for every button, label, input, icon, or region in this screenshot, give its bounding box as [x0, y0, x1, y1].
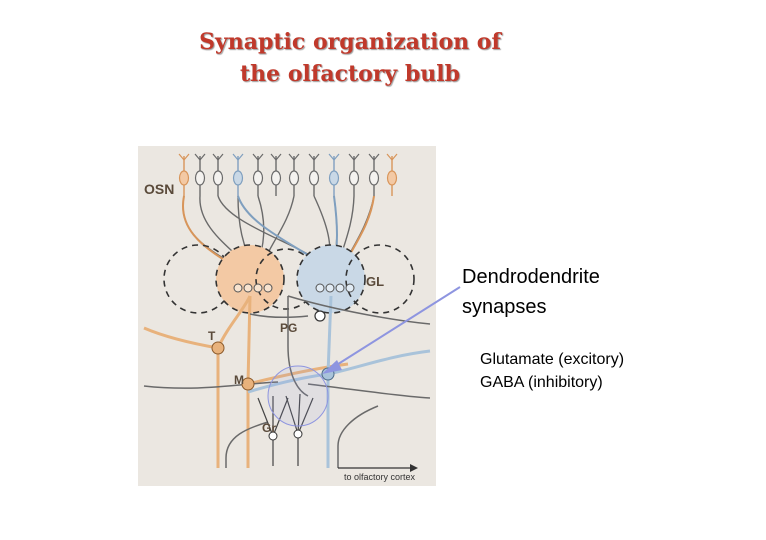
label-output: to olfactory cortex [344, 472, 416, 482]
periglomerular-cell [249, 310, 326, 322]
label-gr: Gr [262, 421, 276, 435]
slide-title: Synaptic organization of the olfactory b… [140, 26, 560, 90]
glomerulus-blue [296, 244, 366, 314]
transmitter-item-glutamate: Glutamate (excitory) [480, 351, 625, 368]
receptor-neuron [194, 153, 206, 196]
olfactory-bulb-figure: OSN GL PG T M Gr to olfactory cortex [138, 146, 436, 486]
receptor-neuron [308, 153, 320, 196]
granule-soma-2 [293, 429, 303, 439]
pg-soma [314, 310, 326, 322]
granule-soma-1 [268, 431, 278, 441]
olfactory-bulb-diagram: OSN GL PG T M Gr to olfactory cortex [138, 146, 436, 486]
title-line-2: the olfactory bulb [240, 61, 460, 87]
output-arrow [338, 464, 418, 472]
label-t: T [208, 329, 216, 343]
tufted-soma [211, 341, 225, 355]
receptor-neuron [212, 153, 224, 196]
glomerulus-empty-right [345, 244, 415, 314]
figure-background [138, 146, 436, 486]
glomeruli-layer [163, 244, 415, 314]
label-osn: OSN [144, 181, 174, 197]
label-m: M [234, 373, 244, 387]
transmitter-list: Glutamate (excitory) GABA (inhibitory) [480, 348, 624, 394]
receptor-neuron [252, 153, 264, 196]
receptor-neuron [270, 153, 282, 196]
transmitter-item-gaba: GABA (inhibitory) [480, 374, 603, 391]
label-gl: GL [366, 274, 384, 289]
label-pg: PG [280, 321, 297, 335]
synapse-highlight-circle [267, 365, 329, 427]
receptor-neuron [288, 153, 300, 196]
receptor-neuron [348, 153, 360, 196]
title-line-1: Synaptic organization of [199, 29, 501, 55]
receptor-neuron-row [178, 153, 398, 196]
receptor-neuron [386, 153, 398, 196]
mitral-blue [247, 295, 431, 468]
receptor-neuron [178, 153, 190, 196]
callout-heading-line-2: synapses [462, 296, 547, 318]
callout-heading: Dendrodendrite synapses [462, 262, 600, 322]
gray-axons [143, 295, 431, 468]
granule-cells [257, 393, 314, 466]
glomerulus-orange [215, 244, 285, 314]
receptor-neuron [232, 153, 244, 196]
receptor-neuron [368, 153, 380, 196]
receptor-neuron [328, 153, 340, 196]
callout-heading-line-1: Dendrodendrite [462, 266, 600, 288]
mitral-soma-orange [241, 377, 255, 391]
